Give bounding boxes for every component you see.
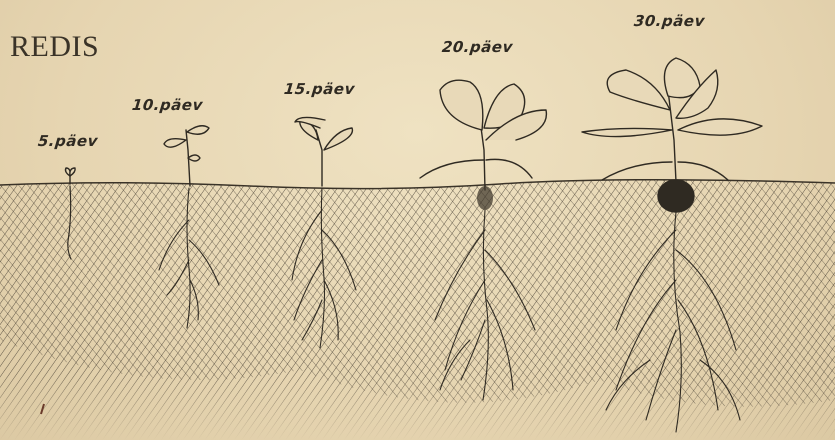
stage-label-day-10: 10.päev: [131, 96, 204, 114]
soil-crosshatch: [0, 180, 835, 440]
stage-label-day-5: 5.päev: [37, 132, 99, 150]
page-title: REDIS: [10, 30, 99, 64]
stage-label-day-20: 20.päev: [441, 38, 514, 56]
radish-root-bulb: [658, 180, 694, 212]
stage-label-day-30: 30.päev: [633, 12, 706, 30]
stage-label-day-15: 15.päev: [283, 80, 356, 98]
